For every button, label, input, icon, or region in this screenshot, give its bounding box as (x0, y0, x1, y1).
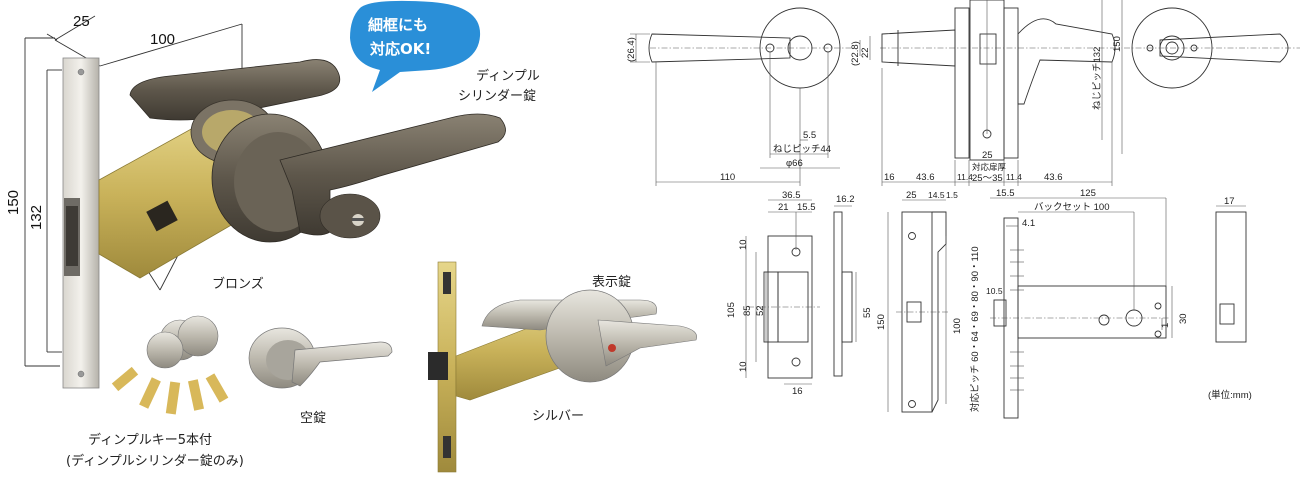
dim-25b: 25 (906, 190, 917, 201)
dim-43-6a: 43.6 (916, 172, 935, 183)
label-indicator-lock: 表示錠 (592, 275, 631, 290)
latch-slot (146, 200, 178, 232)
empty-lock-photo (248, 327, 393, 389)
dimple-keys (111, 315, 229, 415)
dim-photo-100: 100 (150, 31, 175, 48)
dim-14-5: 14.5 (928, 190, 945, 200)
label-bronze: ブロンズ (212, 276, 264, 292)
dim-85: 85 (742, 305, 753, 316)
dim-25: 25 (982, 150, 993, 161)
dim-photo-150: 150 (5, 190, 22, 215)
dim-21: 21 (778, 202, 789, 213)
drawing-latch-body (990, 197, 1173, 419)
dim-52: 52 (755, 305, 766, 316)
bubble-line-2: 対応OK! (369, 40, 431, 58)
dim-16b: 16 (792, 386, 803, 397)
dim-16: 16 (884, 172, 895, 183)
dim-17: 17 (1224, 196, 1235, 207)
dim-30: 30 (1178, 313, 1189, 324)
dim-110: 110 (720, 172, 735, 183)
dim-1-5: 1.5 (946, 190, 958, 200)
dim-pitch-range: 対応ピッチ 60・64・69・80・90・110 (969, 246, 981, 412)
front-plate (62, 57, 100, 389)
drawing-front-view (630, 7, 871, 186)
drawing-front-plate (887, 199, 950, 413)
dim-105: 105 (726, 302, 737, 318)
dim-15-5b: 15.5 (996, 188, 1015, 199)
dim-150b: 150 (876, 314, 887, 330)
drawing-strike-side (833, 205, 857, 377)
drawing-side-view (880, 0, 1123, 186)
dim-16-2: 16.2 (836, 194, 855, 205)
dim-22-8: (22.8) (850, 41, 861, 66)
dim-door-range: 25〜35 (972, 173, 1003, 184)
dim-1: 1 (1160, 323, 1171, 328)
promo-bubble (350, 0, 481, 93)
drawing-latch-side (1215, 205, 1247, 343)
bronze-lockset (129, 59, 506, 243)
dim-photo-25: 25 (73, 13, 90, 30)
dim-screw-pitch-44: ねじピッチ44 (773, 144, 831, 155)
dim-10-5: 10.5 (986, 286, 1003, 296)
drawing-strike-front (745, 199, 820, 385)
dim-backset: バックセット 100 (1034, 202, 1110, 213)
label-keys-1: ディンプルキー5本付 (88, 432, 212, 448)
dim-55: 55 (862, 307, 873, 318)
dim-phi66: φ66 (786, 158, 803, 169)
drawing-inside-view (1124, 7, 1300, 89)
dim-screw-pitch-132: ねじピッチ132 (1092, 47, 1103, 110)
dim-150: 150 (1112, 36, 1123, 52)
dim-36-5: 36.5 (782, 190, 801, 201)
dim-11-4a: 11.4 (957, 172, 973, 182)
dim-22: 22 (860, 47, 871, 58)
dim-10a: 10 (738, 239, 749, 250)
unit-label: (単位:mm) (1208, 389, 1252, 401)
label-dimple-1: ディンプル (476, 68, 540, 84)
dim-photo-132: 132 (28, 205, 45, 230)
indicator-lock-photo (428, 261, 697, 473)
dim-4-1: 4.1 (1022, 218, 1035, 229)
dim-100: 100 (952, 318, 963, 334)
bubble-line-1: 細框にも (368, 16, 428, 34)
label-empty-lock: 空錠 (300, 411, 326, 426)
label-silver: シルバー (532, 409, 584, 424)
dim-43-6b: 43.6 (1044, 172, 1063, 183)
dim-5-5: 5.5 (803, 130, 816, 141)
dim-door-thickness: 対応扉厚 (972, 162, 1007, 172)
dim-10b: 10 (738, 361, 749, 372)
label-dimple-2: シリンダー錠 (458, 89, 536, 104)
dim-15-5a: 15.5 (797, 202, 816, 213)
dim-11-4b: 11.4 (1006, 172, 1022, 182)
label-keys-2: (ディンプルシリンダー錠のみ) (66, 453, 244, 469)
dim-125: 125 (1080, 188, 1096, 199)
dim-26-4: (26.4) (626, 37, 637, 62)
